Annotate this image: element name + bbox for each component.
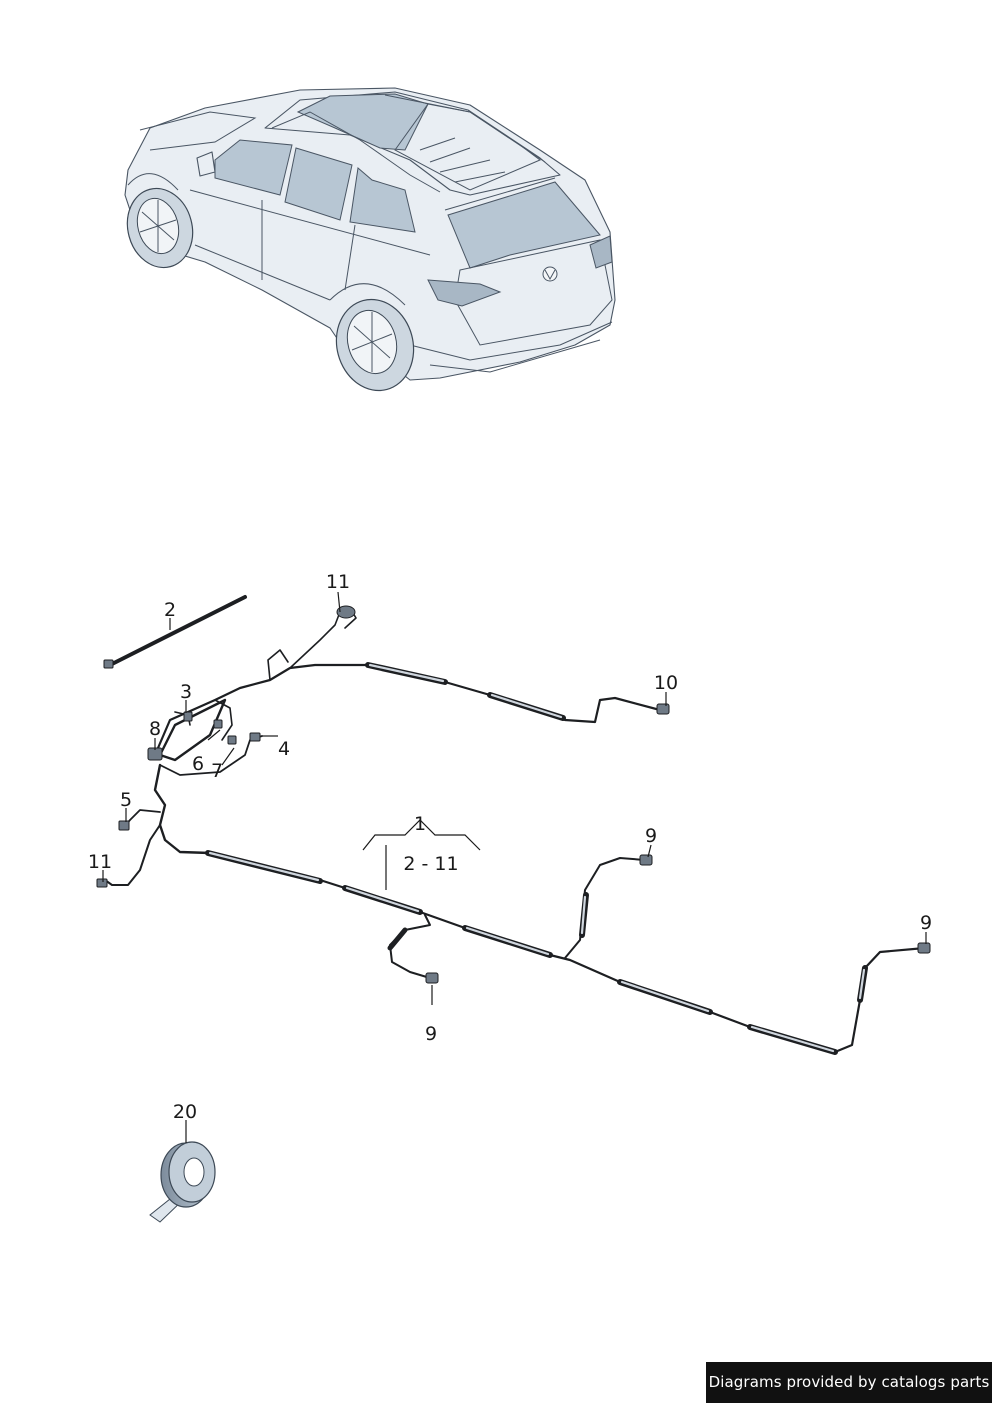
callout-9-mid: 9 bbox=[645, 825, 657, 847]
callout-11-top: 11 bbox=[326, 571, 350, 593]
credit-text: Diagrams provided by catalogs parts bbox=[708, 1373, 990, 1391]
tape-roll bbox=[149, 1141, 216, 1223]
callout-2: 2 bbox=[164, 599, 176, 621]
credit-banner: Diagrams provided by catalogs parts bbox=[706, 1362, 992, 1403]
callout-11-bottom: 11 bbox=[88, 851, 112, 873]
part-2-wire bbox=[103, 595, 247, 669]
callout-3: 3 bbox=[180, 681, 192, 703]
callout-20: 20 bbox=[173, 1101, 197, 1123]
callout-1-range: 2 - 11 bbox=[403, 853, 458, 875]
callout-8: 8 bbox=[149, 718, 161, 740]
callout-10: 10 bbox=[654, 672, 678, 694]
vehicle-illustration bbox=[124, 87, 616, 392]
callout-1: 1 bbox=[414, 813, 426, 835]
callout-9-bottom: 9 bbox=[425, 1023, 437, 1045]
callout-leaders bbox=[102, 591, 927, 1143]
callout-6: 6 bbox=[192, 753, 204, 775]
callout-5: 5 bbox=[120, 789, 132, 811]
callout-9-right: 9 bbox=[920, 912, 932, 934]
wiring-harness bbox=[96, 595, 931, 1055]
callout-7: 7 bbox=[211, 760, 223, 782]
callout-4: 4 bbox=[278, 738, 290, 760]
callout-labels: 11 2 10 3 8 4 6 7 5 1 9 11 2 - 11 9 9 20 bbox=[88, 571, 932, 1123]
